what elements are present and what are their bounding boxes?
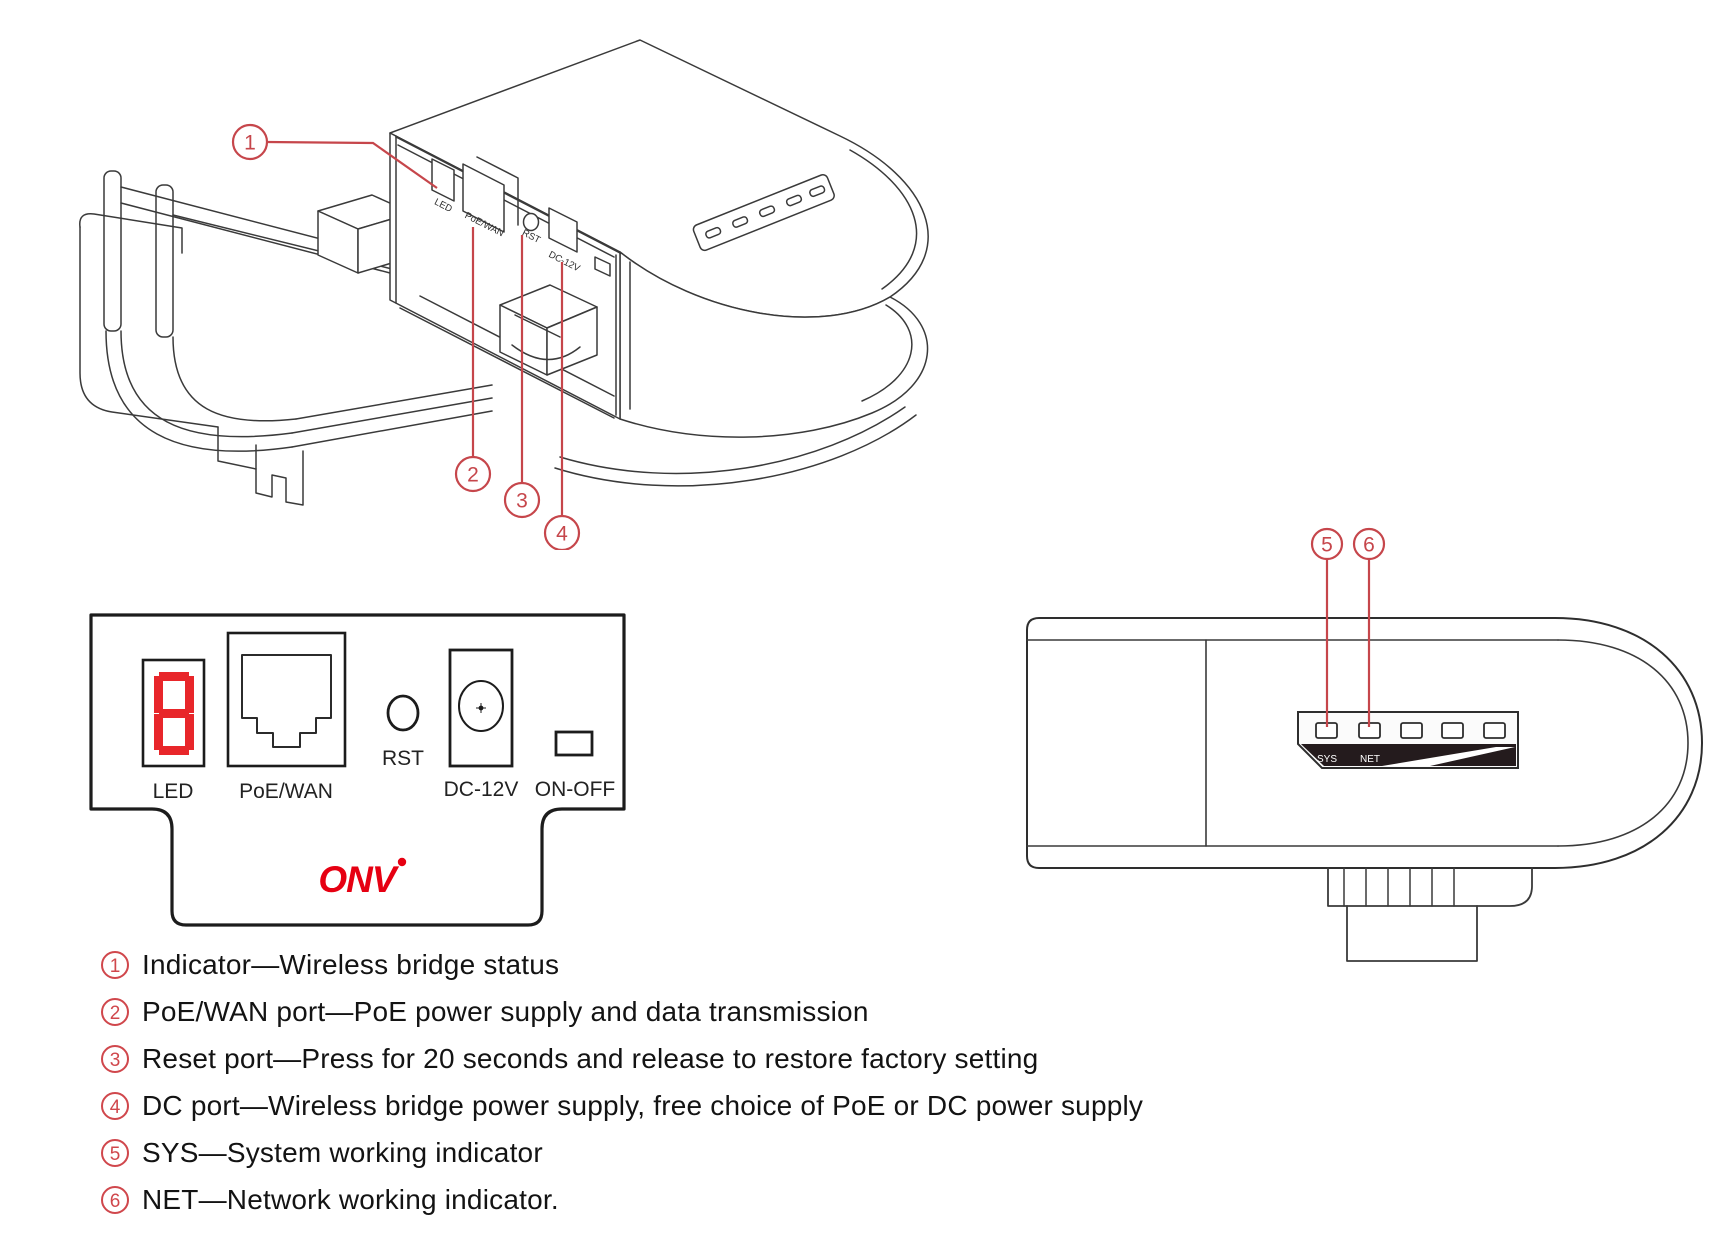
legend-item-5: 5 SYS—System working indicator (101, 1129, 1143, 1176)
callout-6-number: 6 (1363, 534, 1375, 557)
callout-line-1 (266, 140, 438, 189)
dc-jack (448, 648, 514, 768)
sys-strip-label: SYS (1317, 754, 1337, 765)
net-strip-label: NET (1360, 754, 1380, 765)
legend-item-3: 3 Reset port—Press for 20 seconds and re… (101, 1035, 1143, 1082)
legend-text-2: PoE/WAN port—PoE power supply and data t… (142, 995, 869, 1027)
legend-item-2: 2 PoE/WAN port—PoE power supply and data… (101, 988, 1143, 1035)
legend-text-6: NET—Network working indicator. (142, 1183, 559, 1215)
legend-text-3: Reset port—Press for 20 seconds and rele… (142, 1042, 1039, 1074)
legend-number-1: 1 (101, 950, 129, 979)
indicator-label-strip (1301, 744, 1516, 766)
iso-switch-cutout (594, 256, 611, 277)
iso-poe-echo (476, 156, 519, 226)
legend-number-4: 4 (101, 1091, 129, 1120)
legend-text-5: SYS—System working indicator (142, 1136, 543, 1168)
legend-number-3: 3 (101, 1044, 129, 1073)
seven-segment-display (141, 658, 206, 768)
legend-text-4: DC port—Wireless bridge power supply, fr… (142, 1089, 1144, 1121)
iso-led-cutout (431, 158, 455, 202)
led-5 (1483, 722, 1506, 739)
callout-circle-2 (454, 455, 492, 493)
onv-logo-dot (397, 857, 407, 867)
side-led-slot-strip (692, 174, 835, 252)
front-panel-detail-drawing: LED PoE/WAN RST DC-12V ON-OFF ONV (89, 613, 626, 927)
legend-number-2: 2 (101, 997, 129, 1026)
rj45-port (226, 631, 347, 768)
legend-text-1: Indicator—Wireless bridge status (142, 948, 560, 980)
isometric-view-drawing: LED PoE/WAN RST DC-12V 1 2 3 (79, 39, 929, 550)
device-box-drawing: LED PoE/WAN RST DC-12V (389, 39, 929, 487)
legend: 1 Indicator—Wireless bridge status 2 PoE… (101, 941, 1143, 1223)
onv-logo: ONV (318, 857, 407, 900)
callout-2-number: 2 (467, 464, 479, 487)
legend-item-4: 4 DC port—Wireless bridge power supply, … (101, 1082, 1143, 1129)
callout-circle-6 (1352, 527, 1386, 561)
callout-circle-5 (1310, 527, 1344, 561)
iso-callouts: 1 2 3 4 (231, 123, 581, 550)
legend-number-6: 6 (101, 1185, 129, 1214)
rst-button (386, 694, 420, 732)
callout-5-number: 5 (1321, 534, 1333, 557)
iso-rst-hole (522, 212, 540, 232)
panel-dc-label: DC-12V (444, 778, 519, 801)
side-view-drawing: SYS NET 5 6 (1026, 527, 1703, 962)
indicator-panel: SYS NET (1297, 711, 1519, 769)
callout-1-number: 1 (244, 132, 256, 155)
callout-circle-1 (231, 123, 269, 161)
strip-highlight (1382, 747, 1515, 766)
led-3 (1400, 722, 1423, 739)
side-callouts: 5 6 (1310, 527, 1386, 727)
callout-3-number: 3 (516, 490, 528, 513)
callout-circle-3 (503, 481, 541, 519)
panel-led-label: LED (153, 780, 194, 803)
callout-4-number: 4 (556, 523, 568, 546)
legend-number-5: 5 (101, 1138, 129, 1167)
onv-logo-text: ONV (318, 859, 400, 900)
led-4 (1441, 722, 1464, 739)
interior-port-housing (499, 284, 598, 376)
iso-dc-cutout (548, 207, 578, 253)
pole-mount-drawing (1327, 867, 1533, 962)
onoff-switch (554, 730, 594, 757)
legend-item-6: 6 NET—Network working indicator. (101, 1176, 1143, 1223)
panel-poe-label: PoE/WAN (239, 780, 333, 803)
panel-rst-label: RST (382, 747, 424, 770)
legend-item-1: 1 Indicator—Wireless bridge status (101, 941, 1143, 988)
callout-circle-4 (543, 514, 581, 550)
iso-poe-cutout (462, 163, 505, 233)
panel-onoff-label: ON-OFF (535, 778, 615, 801)
